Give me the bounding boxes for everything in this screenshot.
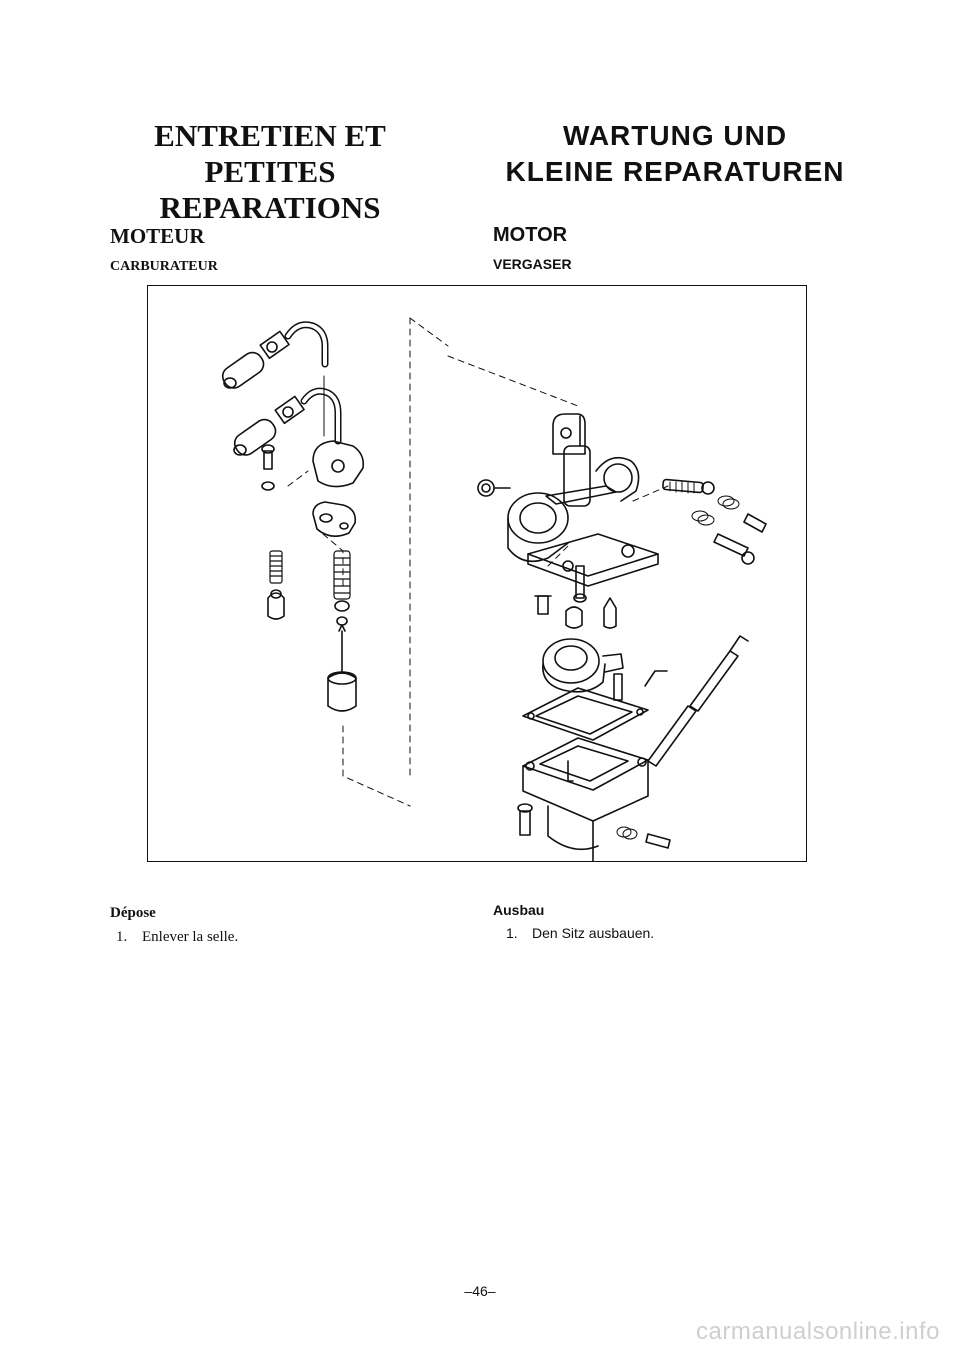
german-procedure-heading: Ausbau <box>493 902 545 918</box>
french-title-line-1: ENTRETIEN ET <box>154 118 386 153</box>
carburetor-illustration <box>221 317 767 862</box>
german-section-heading: MOTOR <box>493 224 568 246</box>
german-step-number: 1. <box>506 925 518 941</box>
float-chamber-gasket <box>522 687 649 741</box>
page-number: –46– <box>464 1283 496 1299</box>
german-step-1: 1. Den Sitz ausbauen. <box>506 925 654 941</box>
intake-manifold <box>542 638 668 701</box>
carburetor-exploded-diagram <box>147 285 807 862</box>
assembly-guide-lines <box>287 317 669 807</box>
french-subsection-heading: CARBURATEUR <box>110 259 218 274</box>
carburetor-body <box>477 413 659 587</box>
jets-and-needles <box>534 565 617 629</box>
german-title: WARTUNG UND KLEINE REPARATUREN <box>480 118 870 190</box>
throttle-cable-parts <box>221 321 365 712</box>
german-title-line-2: KLEINE REPARATUREN <box>505 156 845 187</box>
float-chamber-bowl <box>517 737 671 862</box>
french-section-heading: MOTEUR <box>110 224 205 248</box>
french-step-text: Enlever la selle. <box>142 929 239 945</box>
adjustment-screws <box>662 478 767 565</box>
french-title-line-2: PETITES <box>204 154 336 189</box>
french-step-number: 1. <box>116 929 128 945</box>
french-procedure-heading: Dépose <box>110 905 156 921</box>
float-pin <box>647 635 749 767</box>
french-title-line-3: REPARATIONS <box>159 190 381 225</box>
watermark: carmanualsonline.info <box>696 1318 940 1345</box>
french-step-1: 1. Enlever la selle. <box>116 929 238 946</box>
german-step-text: Den Sitz ausbauen. <box>532 925 655 941</box>
french-title: ENTRETIEN ET PETITES REPARATIONS <box>110 118 430 226</box>
german-title-line-1: WARTUNG UND <box>562 120 788 151</box>
german-subsection-heading: VERGASER <box>493 256 572 272</box>
